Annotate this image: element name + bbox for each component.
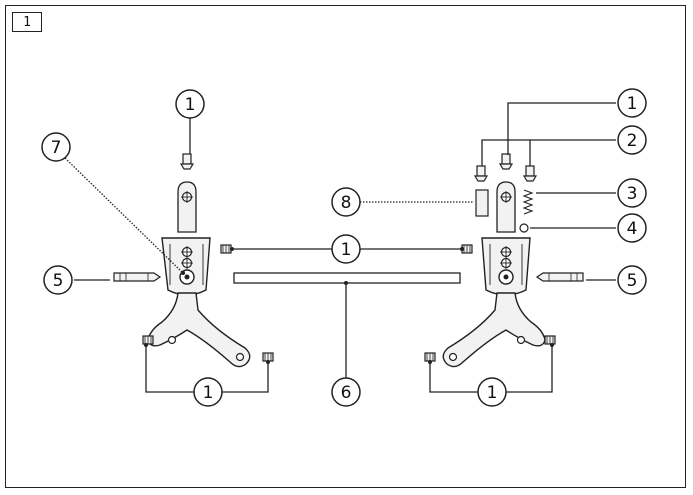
left-bottom-screw-a-icon (142, 335, 154, 345)
ring-icon (519, 223, 529, 233)
callout-8: 8 (331, 187, 361, 217)
left-lower-bracket (147, 292, 251, 368)
svg-text:1: 1 (487, 383, 498, 403)
right-small-bracket-icon (475, 189, 489, 217)
svg-text:4: 4 (627, 219, 638, 239)
svg-text:3: 3 (627, 184, 638, 204)
step-number-box: 1 (12, 12, 42, 32)
svg-text:5: 5 (627, 271, 638, 291)
callout-1-bottom-right: 1 (477, 377, 507, 407)
svg-text:1: 1 (341, 240, 352, 260)
callout-7: 7 (41, 132, 71, 162)
leader-lines (64, 102, 616, 393)
right-assembly (424, 153, 584, 368)
callout-5-left: 5 (43, 265, 73, 295)
left-top-screw-icon (180, 153, 194, 170)
callout-1-center: 1 (331, 234, 361, 264)
right-pin-icon (536, 272, 584, 282)
svg-text:7: 7 (51, 138, 62, 158)
svg-text:8: 8 (341, 193, 352, 213)
leader-endpoints (144, 247, 554, 364)
callout-1-right-top: 1 (617, 88, 647, 118)
callout-1-top: 1 (175, 89, 205, 119)
svg-text:6: 6 (341, 383, 352, 403)
svg-text:5: 5 (53, 271, 64, 291)
callout-5-right: 5 (617, 265, 647, 295)
callout-3: 3 (617, 178, 647, 208)
right-lower-bracket (442, 292, 546, 368)
svg-text:1: 1 (203, 383, 214, 403)
svg-text:1: 1 (185, 95, 196, 115)
spring-icon (522, 189, 534, 215)
left-assembly (113, 153, 274, 368)
left-upper-link (177, 181, 197, 233)
left-pin-icon (113, 272, 161, 282)
left-bottom-screw-b-icon (262, 352, 274, 362)
right-upper-link (496, 181, 516, 233)
callouts: 1 7 5 1 8 6 1 1 (41, 88, 647, 407)
callout-6: 6 (331, 377, 361, 407)
callout-2: 2 (617, 125, 647, 155)
callout-4: 4 (617, 213, 647, 243)
svg-text:1: 1 (627, 94, 638, 114)
svg-text:2: 2 (627, 131, 638, 151)
callout-1-bottom-left: 1 (193, 377, 223, 407)
